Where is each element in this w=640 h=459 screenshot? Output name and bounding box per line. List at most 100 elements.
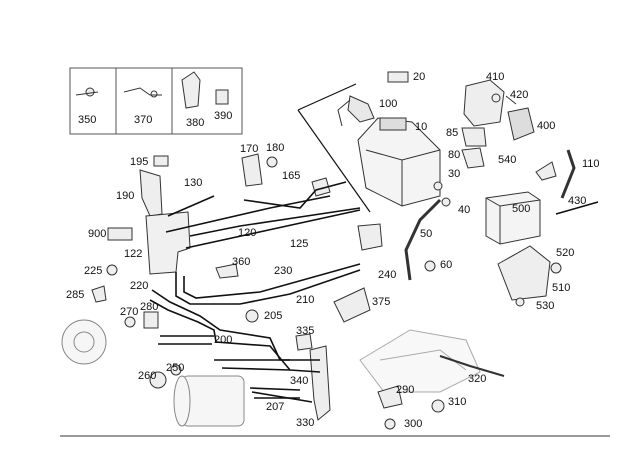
bracket-375: [333, 287, 371, 323]
label-120: 120: [238, 227, 257, 239]
leader-frame: [297, 83, 371, 213]
part-360: [215, 263, 239, 279]
label-290: 290: [396, 384, 415, 396]
label-125: 125: [290, 238, 309, 250]
label-320: 320: [468, 373, 487, 385]
label-380: 380: [186, 117, 205, 129]
label-85: 85: [446, 127, 459, 139]
screw-420: [505, 95, 517, 105]
part-280: [143, 311, 159, 329]
module-410: [463, 79, 505, 127]
label-530: 530: [536, 300, 555, 312]
part-205: [245, 309, 259, 323]
part-30: [433, 181, 443, 191]
label-330: 330: [296, 417, 315, 429]
part-170: [241, 153, 263, 187]
part-85: [461, 127, 487, 147]
label-335: 335: [296, 325, 315, 337]
inset-part-bolt: [75, 87, 99, 97]
label-220: 220: [130, 280, 149, 292]
leader-430: [555, 201, 599, 215]
wiring-harness: [149, 181, 361, 403]
label-50: 50: [420, 228, 433, 240]
label-190: 190: [116, 190, 135, 202]
alternator: [61, 319, 107, 365]
label-900: 900: [88, 228, 107, 240]
label-60: 60: [440, 259, 453, 271]
label-205: 205: [264, 310, 283, 322]
starter-motor: [173, 375, 245, 427]
bracket-340: [309, 345, 331, 421]
cable-50: [404, 198, 442, 281]
label-340: 340: [290, 375, 309, 387]
label-500: 500: [512, 203, 531, 215]
label-170: 170: [240, 143, 259, 155]
part-260: [149, 371, 167, 389]
label-210: 210: [296, 294, 315, 306]
part-335: [295, 333, 313, 351]
inset-box: [69, 67, 243, 135]
label-540: 540: [498, 154, 517, 166]
label-240: 240: [378, 269, 397, 281]
part-195: [153, 155, 169, 167]
label-520: 520: [556, 247, 575, 259]
inset-part-bracket: [123, 87, 162, 98]
inset-part-holder: [181, 71, 229, 109]
part-225: [106, 264, 118, 276]
label-100: 100: [379, 98, 398, 110]
part-180: [266, 156, 278, 168]
part-400: [507, 107, 535, 141]
part-300: [384, 418, 396, 430]
part-60: [424, 260, 436, 272]
part-190: [139, 169, 163, 217]
part-20: [387, 71, 409, 83]
label-420: 420: [510, 89, 529, 101]
cable-320: [439, 355, 505, 377]
label-207: 207: [266, 401, 285, 413]
cable-110: [560, 149, 576, 199]
label-310: 310: [448, 396, 467, 408]
label-250: 250: [166, 362, 185, 374]
label-122: 122: [124, 248, 143, 260]
label-200: 200: [214, 334, 233, 346]
engine-block: [359, 329, 481, 393]
label-30: 30: [448, 168, 461, 180]
label-260: 260: [138, 370, 157, 382]
label-360: 360: [232, 256, 251, 268]
label-390: 390: [214, 110, 233, 122]
label-270: 270: [120, 306, 139, 318]
part-250: [170, 364, 182, 376]
module-122: [145, 211, 191, 275]
label-165: 165: [282, 170, 301, 182]
label-230: 230: [274, 265, 293, 277]
part-240: [357, 223, 383, 251]
label-370: 370: [134, 114, 153, 126]
battery-main: [357, 117, 441, 207]
label-225: 225: [84, 265, 103, 277]
label-40: 40: [458, 204, 471, 216]
label-430: 430: [568, 195, 587, 207]
part-270: [124, 316, 136, 328]
label-375: 375: [372, 296, 391, 308]
label-110: 110: [582, 158, 600, 170]
label-510: 510: [552, 282, 571, 294]
part-80: [461, 147, 485, 169]
part-290: [377, 385, 403, 409]
label-350: 350: [78, 114, 97, 126]
label-20: 20: [413, 71, 426, 83]
battery-terminal-100: [337, 95, 375, 127]
label-410: 410: [486, 71, 505, 83]
label-280: 280: [140, 301, 159, 313]
part-285: [91, 285, 107, 303]
label-400: 400: [537, 120, 556, 132]
label-195: 195: [130, 156, 149, 168]
label-180: 180: [266, 142, 285, 154]
label-130: 130: [184, 177, 203, 189]
battery-500: [485, 191, 541, 245]
part-310: [431, 399, 445, 413]
label-285: 285: [66, 289, 85, 301]
label-10: 10: [415, 121, 428, 133]
label-300: 300: [404, 418, 423, 430]
